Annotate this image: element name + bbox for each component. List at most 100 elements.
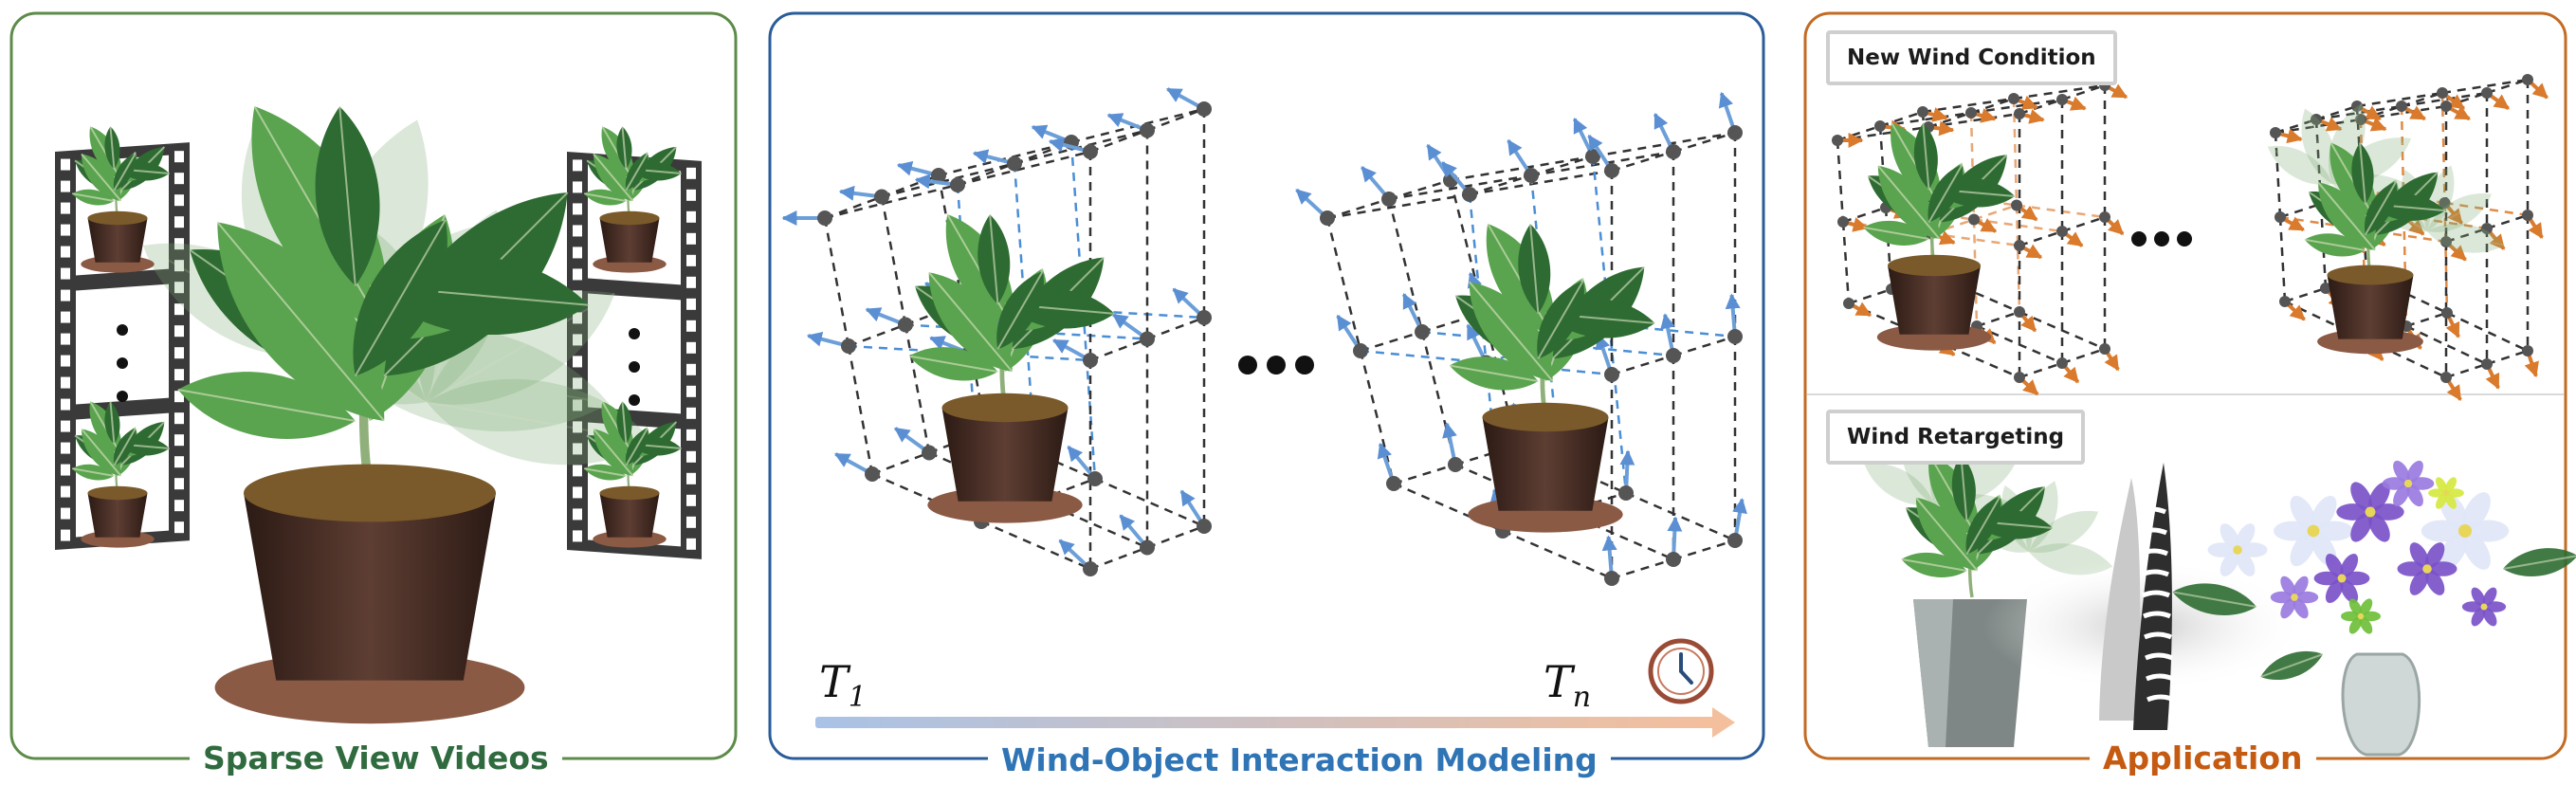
control-point-node: [1727, 329, 1743, 344]
plant-leaf: [2259, 650, 2324, 680]
control-point-node: [2481, 358, 2493, 370]
film-sprocket-hole: [573, 443, 582, 455]
cage-edge: [1611, 354, 1674, 376]
control-point-node: [1727, 533, 1743, 548]
cage-edge: [2486, 213, 2529, 230]
flower-petal: [2444, 477, 2457, 493]
control-point-node: [1968, 213, 1980, 226]
film-sprocket-hole: [174, 456, 184, 468]
cage-edge: [2315, 104, 2358, 121]
control-point-node: [1462, 187, 1477, 202]
control-point-node: [1087, 471, 1103, 486]
cage-edge: [1388, 174, 1532, 201]
plant-leaf: [1915, 497, 1979, 572]
film-sprocket-hole: [686, 320, 696, 332]
ellipsis-dot: [2154, 231, 2169, 247]
cage-edge: [1927, 111, 1972, 129]
cage-edge: [881, 174, 940, 198]
plant-leaf: [2301, 108, 2336, 185]
flower: [2382, 460, 2435, 507]
film-sprocket-hole: [686, 341, 696, 354]
film-sprocket-hole: [61, 246, 70, 258]
ellipsis-dot: [2131, 231, 2147, 247]
control-point-node: [1585, 149, 1600, 164]
film-sprocket-hole: [573, 159, 582, 172]
plant-leaf: [1877, 165, 1941, 240]
ellipsis-dot: [1238, 356, 1257, 375]
wind-stripe: [2142, 590, 2170, 598]
flower-petal: [2280, 576, 2296, 597]
control-point-node: [1197, 310, 1212, 325]
timeline-start-label: T1: [819, 658, 867, 722]
cage-edge: [1326, 197, 1390, 220]
cage-edge: [1146, 107, 1205, 132]
plant-pot: [87, 493, 148, 538]
control-point-node: [1874, 120, 1886, 132]
control-point-node: [2270, 127, 2281, 138]
film-sprocket-hole: [174, 151, 184, 163]
control-point-node: [2056, 94, 2068, 105]
clock-icon: [1648, 638, 1714, 704]
cage-edge: [2012, 98, 2019, 206]
flower-petal: [2290, 531, 2316, 567]
film-frame-plant: [583, 125, 682, 273]
film-sprocket-hole: [61, 202, 70, 214]
cage-edge: [1469, 174, 1532, 196]
cage-edge: [1146, 316, 1205, 340]
film-sprocket-hole: [61, 507, 70, 520]
flower-petal: [2359, 616, 2373, 634]
film-sprocket-hole: [573, 508, 582, 521]
pot-soil: [599, 485, 660, 501]
plant-pot: [599, 218, 660, 263]
cage-edge: [1672, 131, 1736, 154]
cage-edge: [2019, 361, 2063, 379]
cage-edge: [1502, 529, 1613, 580]
control-point-node: [841, 338, 856, 354]
control-point-node: [950, 177, 965, 192]
cage-edge: [2486, 349, 2529, 366]
control-point-node: [1083, 561, 1098, 576]
flower: [2397, 542, 2457, 595]
control-point-node: [2351, 100, 2363, 112]
plant-leaf: [2028, 510, 2099, 553]
control-point-node: [2056, 226, 2068, 237]
flower-petal: [2406, 460, 2423, 484]
flower-center: [2357, 612, 2365, 620]
flower-petal: [2325, 554, 2344, 578]
film-sprocket-hole: [174, 391, 184, 403]
flower: [2274, 495, 2353, 567]
control-point-node: [1353, 343, 1368, 358]
control-point-node: [2481, 223, 2493, 234]
film-sprocket-hole: [174, 194, 184, 207]
film-sprocket-hole: [174, 478, 184, 490]
application-panel-title: Application: [2090, 740, 2316, 777]
cage-edge: [1089, 338, 1148, 362]
cage-edge: [1976, 310, 2020, 328]
control-point-node: [1381, 192, 1397, 207]
cage-edge: [1625, 491, 1736, 542]
cage-edge: [824, 195, 883, 220]
main-plant: [142, 105, 654, 724]
wind-stripe: [2147, 694, 2175, 703]
film-sprocket-hole: [573, 181, 582, 193]
film-sprockets: [61, 151, 696, 550]
film-sprocket-hole: [573, 225, 582, 237]
timeline-end-symbol: T: [1544, 656, 1573, 707]
flower-petal: [2236, 523, 2256, 550]
film-sprocket-hole: [61, 442, 70, 454]
cage-edge: [847, 345, 874, 475]
cage-edge: [2275, 118, 2317, 135]
flower-center: [2337, 574, 2347, 583]
control-point-node: [1524, 168, 1539, 183]
cage-edge: [848, 344, 970, 355]
plant-leaf: [104, 126, 120, 170]
control-point-node: [922, 445, 937, 461]
control-point-node: [1604, 163, 1619, 178]
film-sprocket-hole: [686, 472, 696, 484]
film-sprocket-hole: [573, 377, 582, 390]
control-point-node: [2522, 210, 2533, 221]
plant-new-wind-2: [2267, 103, 2505, 355]
flower-petal: [2367, 482, 2390, 512]
control-point-node: [1007, 155, 1022, 172]
cage-edge: [2061, 215, 2106, 233]
